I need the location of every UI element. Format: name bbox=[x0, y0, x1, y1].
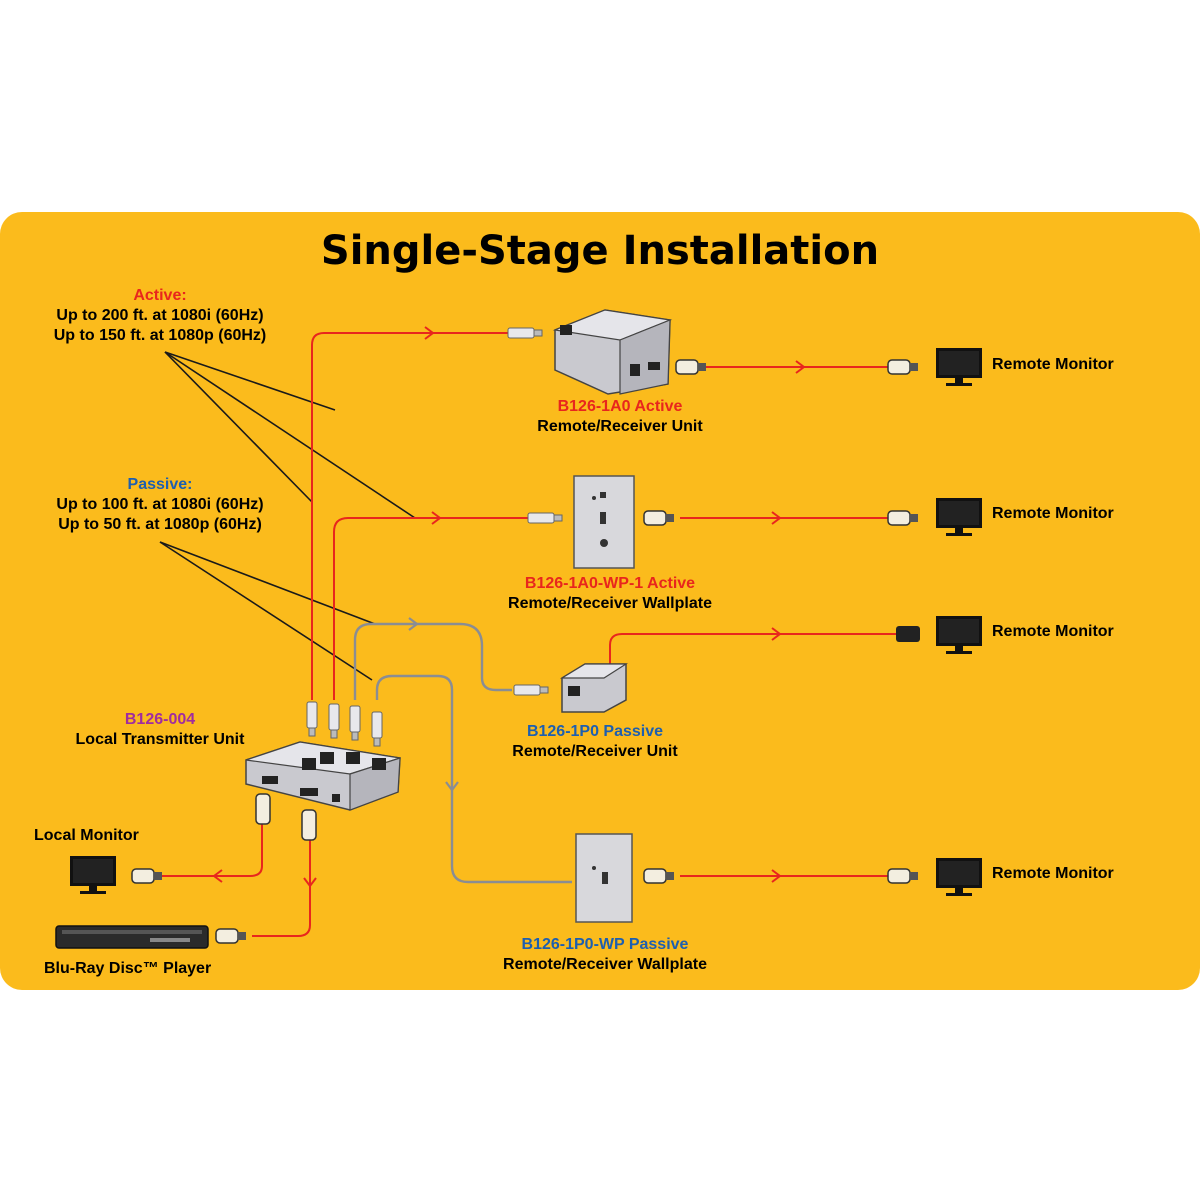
remote-monitor-1-label: Remote Monitor bbox=[992, 356, 1114, 373]
passive-wallplate-model: B126-1P0-WP Passive bbox=[521, 936, 689, 953]
passive-wallplate-desc: Remote/Receiver Wallplate bbox=[503, 956, 707, 973]
active-line-2: Up to 150 ft. at 1080p (60Hz) bbox=[53, 327, 267, 344]
active-unit-desc: Remote/Receiver Unit bbox=[537, 418, 703, 435]
active-wallplate bbox=[573, 475, 635, 569]
active-wallplate-model: B126-1A0-WP-1 Active bbox=[524, 575, 696, 592]
passive-cables bbox=[353, 622, 572, 884]
hdmi-plugs bbox=[255, 793, 317, 841]
transmitter-label: B126-004 Local Transmitter Unit bbox=[40, 710, 280, 750]
passive-unit-label: B126-1P0 Passive Remote/Receiver Unit bbox=[450, 722, 740, 762]
active-receiver-unit bbox=[552, 309, 673, 395]
direction-arrows bbox=[212, 326, 806, 888]
passive-wallplate bbox=[575, 833, 633, 923]
active-heading: Active: bbox=[133, 287, 187, 304]
local-monitor-label: Local Monitor bbox=[34, 827, 139, 844]
active-line-1: Up to 200 ft. at 1080i (60Hz) bbox=[56, 307, 264, 324]
bluray-player-icon bbox=[55, 925, 209, 949]
passive-unit-model: B126-1P0 Passive bbox=[526, 723, 664, 740]
passive-line-2: Up to 50 ft. at 1080p (60Hz) bbox=[58, 516, 262, 533]
leader-lines bbox=[159, 351, 416, 681]
bluray-label: Blu-Ray Disc™ Player bbox=[44, 960, 212, 977]
active-cables bbox=[160, 332, 896, 937]
local-transmitter bbox=[245, 741, 401, 811]
passive-line-1: Up to 100 ft. at 1080i (60Hz) bbox=[56, 496, 264, 513]
active-note: Active: Up to 200 ft. at 1080i (60Hz) Up… bbox=[10, 286, 310, 346]
remote-monitor-4-label: Remote Monitor bbox=[992, 865, 1114, 882]
page-title: Single-Stage Installation bbox=[320, 228, 880, 274]
local-monitor-icon bbox=[70, 856, 116, 894]
passive-heading: Passive: bbox=[127, 476, 193, 493]
passive-wallplate-label: B126-1P0-WP Passive Remote/Receiver Wall… bbox=[450, 935, 760, 975]
active-wallplate-label: B126-1A0-WP-1 Active Remote/Receiver Wal… bbox=[450, 574, 770, 614]
dvi-plug bbox=[896, 626, 920, 642]
active-unit-model: B126-1A0 Active bbox=[557, 398, 683, 415]
transmitter-desc: Local Transmitter Unit bbox=[75, 731, 245, 748]
transmitter-model: B126-004 bbox=[124, 711, 196, 728]
passive-note: Passive: Up to 100 ft. at 1080i (60Hz) U… bbox=[10, 475, 310, 535]
passive-unit-desc: Remote/Receiver Unit bbox=[512, 743, 678, 760]
remote-monitor-3-label: Remote Monitor bbox=[992, 623, 1114, 640]
active-wallplate-desc: Remote/Receiver Wallplate bbox=[508, 595, 712, 612]
remote-monitor-2-label: Remote Monitor bbox=[992, 505, 1114, 522]
active-unit-label: B126-1A0 Active Remote/Receiver Unit bbox=[470, 397, 770, 437]
passive-receiver-unit bbox=[559, 663, 629, 713]
